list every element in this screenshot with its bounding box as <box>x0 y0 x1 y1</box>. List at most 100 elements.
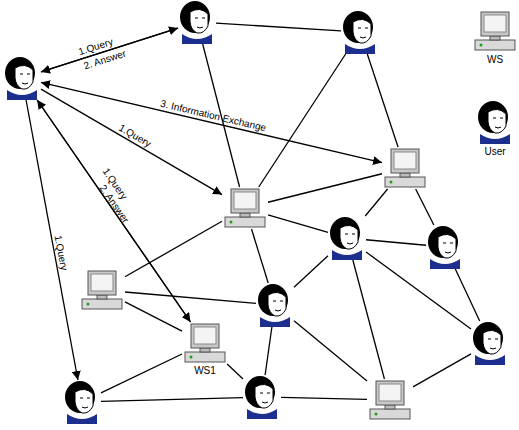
user-features <box>20 74 30 84</box>
legend-symbol <box>476 100 514 144</box>
workstation-node <box>79 269 125 311</box>
user-hair <box>180 1 210 33</box>
edge-label: 3. Information Exchange <box>159 98 267 133</box>
user-features <box>488 339 498 349</box>
monitor <box>88 271 116 295</box>
monitor-screen <box>194 327 216 344</box>
message-arrow <box>26 100 78 380</box>
user-face <box>353 19 371 43</box>
user-face <box>190 9 208 33</box>
user-features <box>493 118 503 128</box>
workstation-node: WS1 <box>182 322 228 364</box>
user-collar <box>345 44 375 54</box>
user-features <box>195 18 205 28</box>
user-hair <box>428 226 458 258</box>
user-face <box>488 109 506 133</box>
monitor-neck <box>385 405 395 409</box>
user-node <box>63 380 101 424</box>
power-light <box>190 356 193 359</box>
user-node <box>3 56 41 100</box>
user-face <box>438 234 456 258</box>
link-line <box>294 256 328 288</box>
computer-icon <box>79 269 125 311</box>
computer-icon <box>182 322 228 364</box>
user-node <box>426 225 464 269</box>
computer-base <box>225 217 265 227</box>
link-line <box>366 252 471 329</box>
workstation-node <box>367 379 413 421</box>
user-icon <box>328 216 366 260</box>
computer-icon <box>382 147 428 189</box>
user-icon <box>3 56 41 100</box>
power-light <box>375 413 378 416</box>
legend-label: WS <box>487 54 503 65</box>
message-arrow <box>37 100 190 322</box>
link-line <box>353 260 385 379</box>
link-line <box>366 240 426 246</box>
computer-base <box>82 299 122 309</box>
user-collar <box>475 355 505 365</box>
user-features <box>80 398 90 408</box>
link-line <box>101 354 182 393</box>
user-hair <box>473 322 503 354</box>
user-hair <box>343 11 373 43</box>
user-features <box>358 28 368 38</box>
workstation-node <box>382 147 428 189</box>
message-arrow <box>41 89 222 195</box>
user-icon <box>471 321 509 365</box>
user-collar <box>247 409 277 419</box>
monitor-neck <box>490 36 500 40</box>
link-line <box>416 189 434 225</box>
user-node <box>243 375 281 419</box>
user-collar <box>480 134 510 144</box>
user-node <box>328 216 366 260</box>
link-line <box>227 364 243 379</box>
message-arrow <box>37 100 190 322</box>
link-line <box>413 354 471 387</box>
user-icon <box>341 10 379 54</box>
user-face <box>483 330 501 354</box>
monitor-neck <box>400 173 410 177</box>
monitor <box>376 381 404 405</box>
edge-label: 1.Query <box>53 234 69 271</box>
power-light <box>230 221 233 224</box>
user-face <box>268 292 286 316</box>
user-face <box>75 389 93 413</box>
power-light <box>480 44 483 47</box>
link-line <box>281 397 367 399</box>
user-hair <box>478 101 508 133</box>
user-collar <box>332 250 362 260</box>
user-node <box>178 0 216 44</box>
computer-base <box>370 409 410 419</box>
computer-icon <box>367 379 413 421</box>
link-line <box>367 54 398 147</box>
user-icon <box>63 380 101 424</box>
user-collar <box>430 259 460 269</box>
monitor-screen <box>484 15 506 32</box>
monitor-screen <box>379 384 401 401</box>
message-arrow <box>41 82 382 162</box>
user-features <box>443 243 453 253</box>
legend-symbol <box>472 10 518 52</box>
link-line <box>268 215 328 233</box>
monitor-neck <box>240 213 250 217</box>
monitor-screen <box>234 192 256 209</box>
monitor-screen <box>91 274 113 291</box>
user-hair <box>330 217 360 249</box>
node-label: WS1 <box>194 365 216 376</box>
computer-base <box>385 177 425 187</box>
link-line <box>251 229 268 283</box>
monitor <box>391 149 419 173</box>
legend-label: User <box>484 146 505 157</box>
user-collar <box>260 317 290 327</box>
link-line <box>101 398 243 402</box>
user-face <box>340 225 358 249</box>
user-icon <box>243 375 281 419</box>
user-hair <box>5 57 35 89</box>
user-collar <box>67 414 97 424</box>
message-arrow <box>41 28 178 72</box>
user-face <box>15 65 33 89</box>
link-line <box>125 221 222 277</box>
link-line <box>216 23 341 31</box>
